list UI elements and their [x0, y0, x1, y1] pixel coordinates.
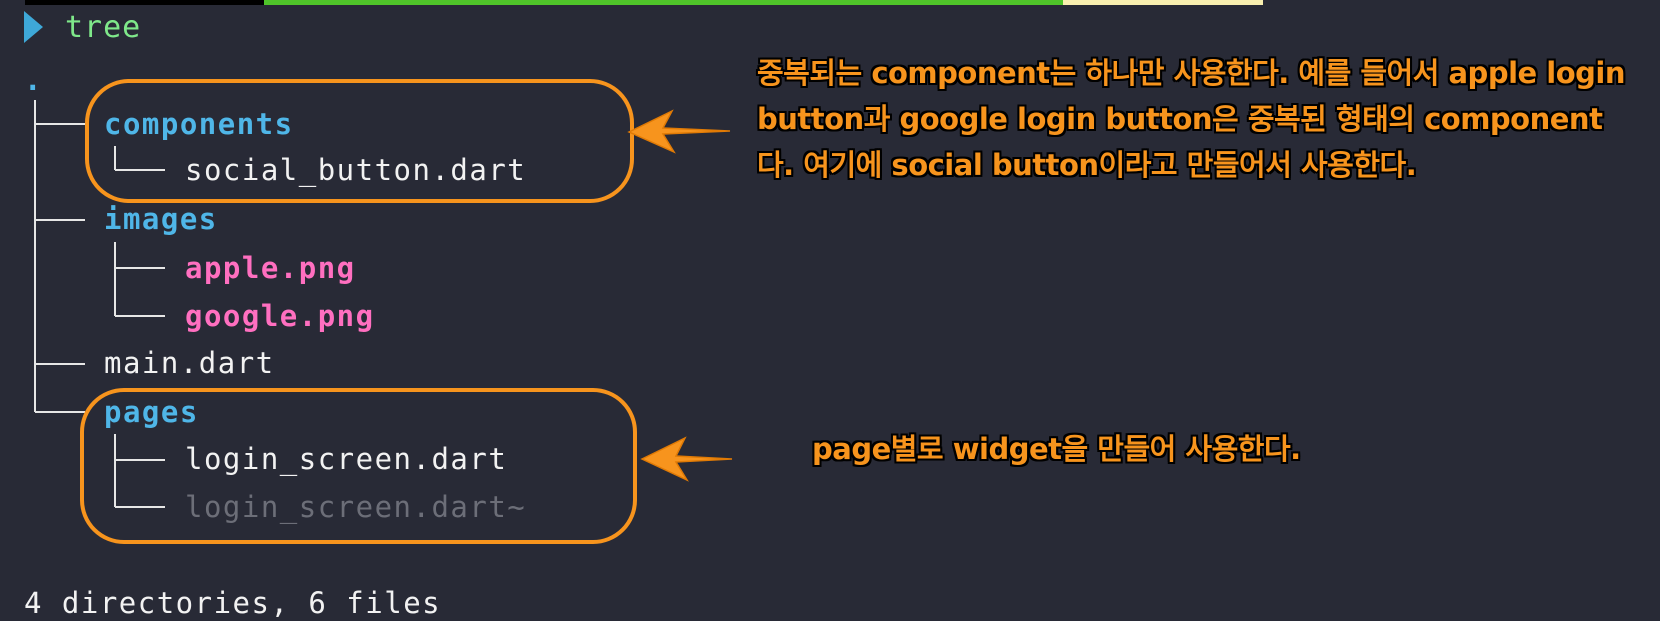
status-bar-segment-yellow — [1063, 0, 1263, 5]
status-bar-segment-green — [264, 0, 1063, 5]
tree-file-main: main.dart — [104, 346, 275, 380]
pages-annotation: page별로 widget을 만들어 사용한다. — [812, 432, 1301, 466]
tree-dir-pages: pages — [104, 395, 199, 429]
pages-arrow-icon — [640, 436, 733, 482]
tree-connector-lines — [34, 100, 165, 508]
tree-file-google: google.png — [185, 299, 375, 333]
tree-file-login-screen-backup: login_screen.dart~ — [185, 490, 527, 524]
prompt-line: tree — [24, 9, 142, 45]
tree-file-apple: apple.png — [185, 251, 356, 285]
status-bar-segment-black — [25, 0, 264, 5]
tree-dir-images: images — [104, 202, 218, 236]
tree-root: . — [24, 63, 43, 97]
top-status-bar — [25, 0, 1265, 5]
command-text: tree — [65, 9, 142, 45]
tree-file-social-button: social_button.dart — [185, 153, 527, 187]
components-annotation: 중복되는 component는 하나만 사용한다. 예를 들어서 apple l… — [757, 56, 1626, 182]
tree-summary: 4 directories, 6 files — [24, 586, 442, 620]
tree-dir-components: components — [104, 107, 294, 141]
components-arrow-icon — [627, 109, 731, 154]
prompt-arrow-icon — [24, 11, 43, 43]
tree-file-login-screen: login_screen.dart — [185, 442, 508, 476]
